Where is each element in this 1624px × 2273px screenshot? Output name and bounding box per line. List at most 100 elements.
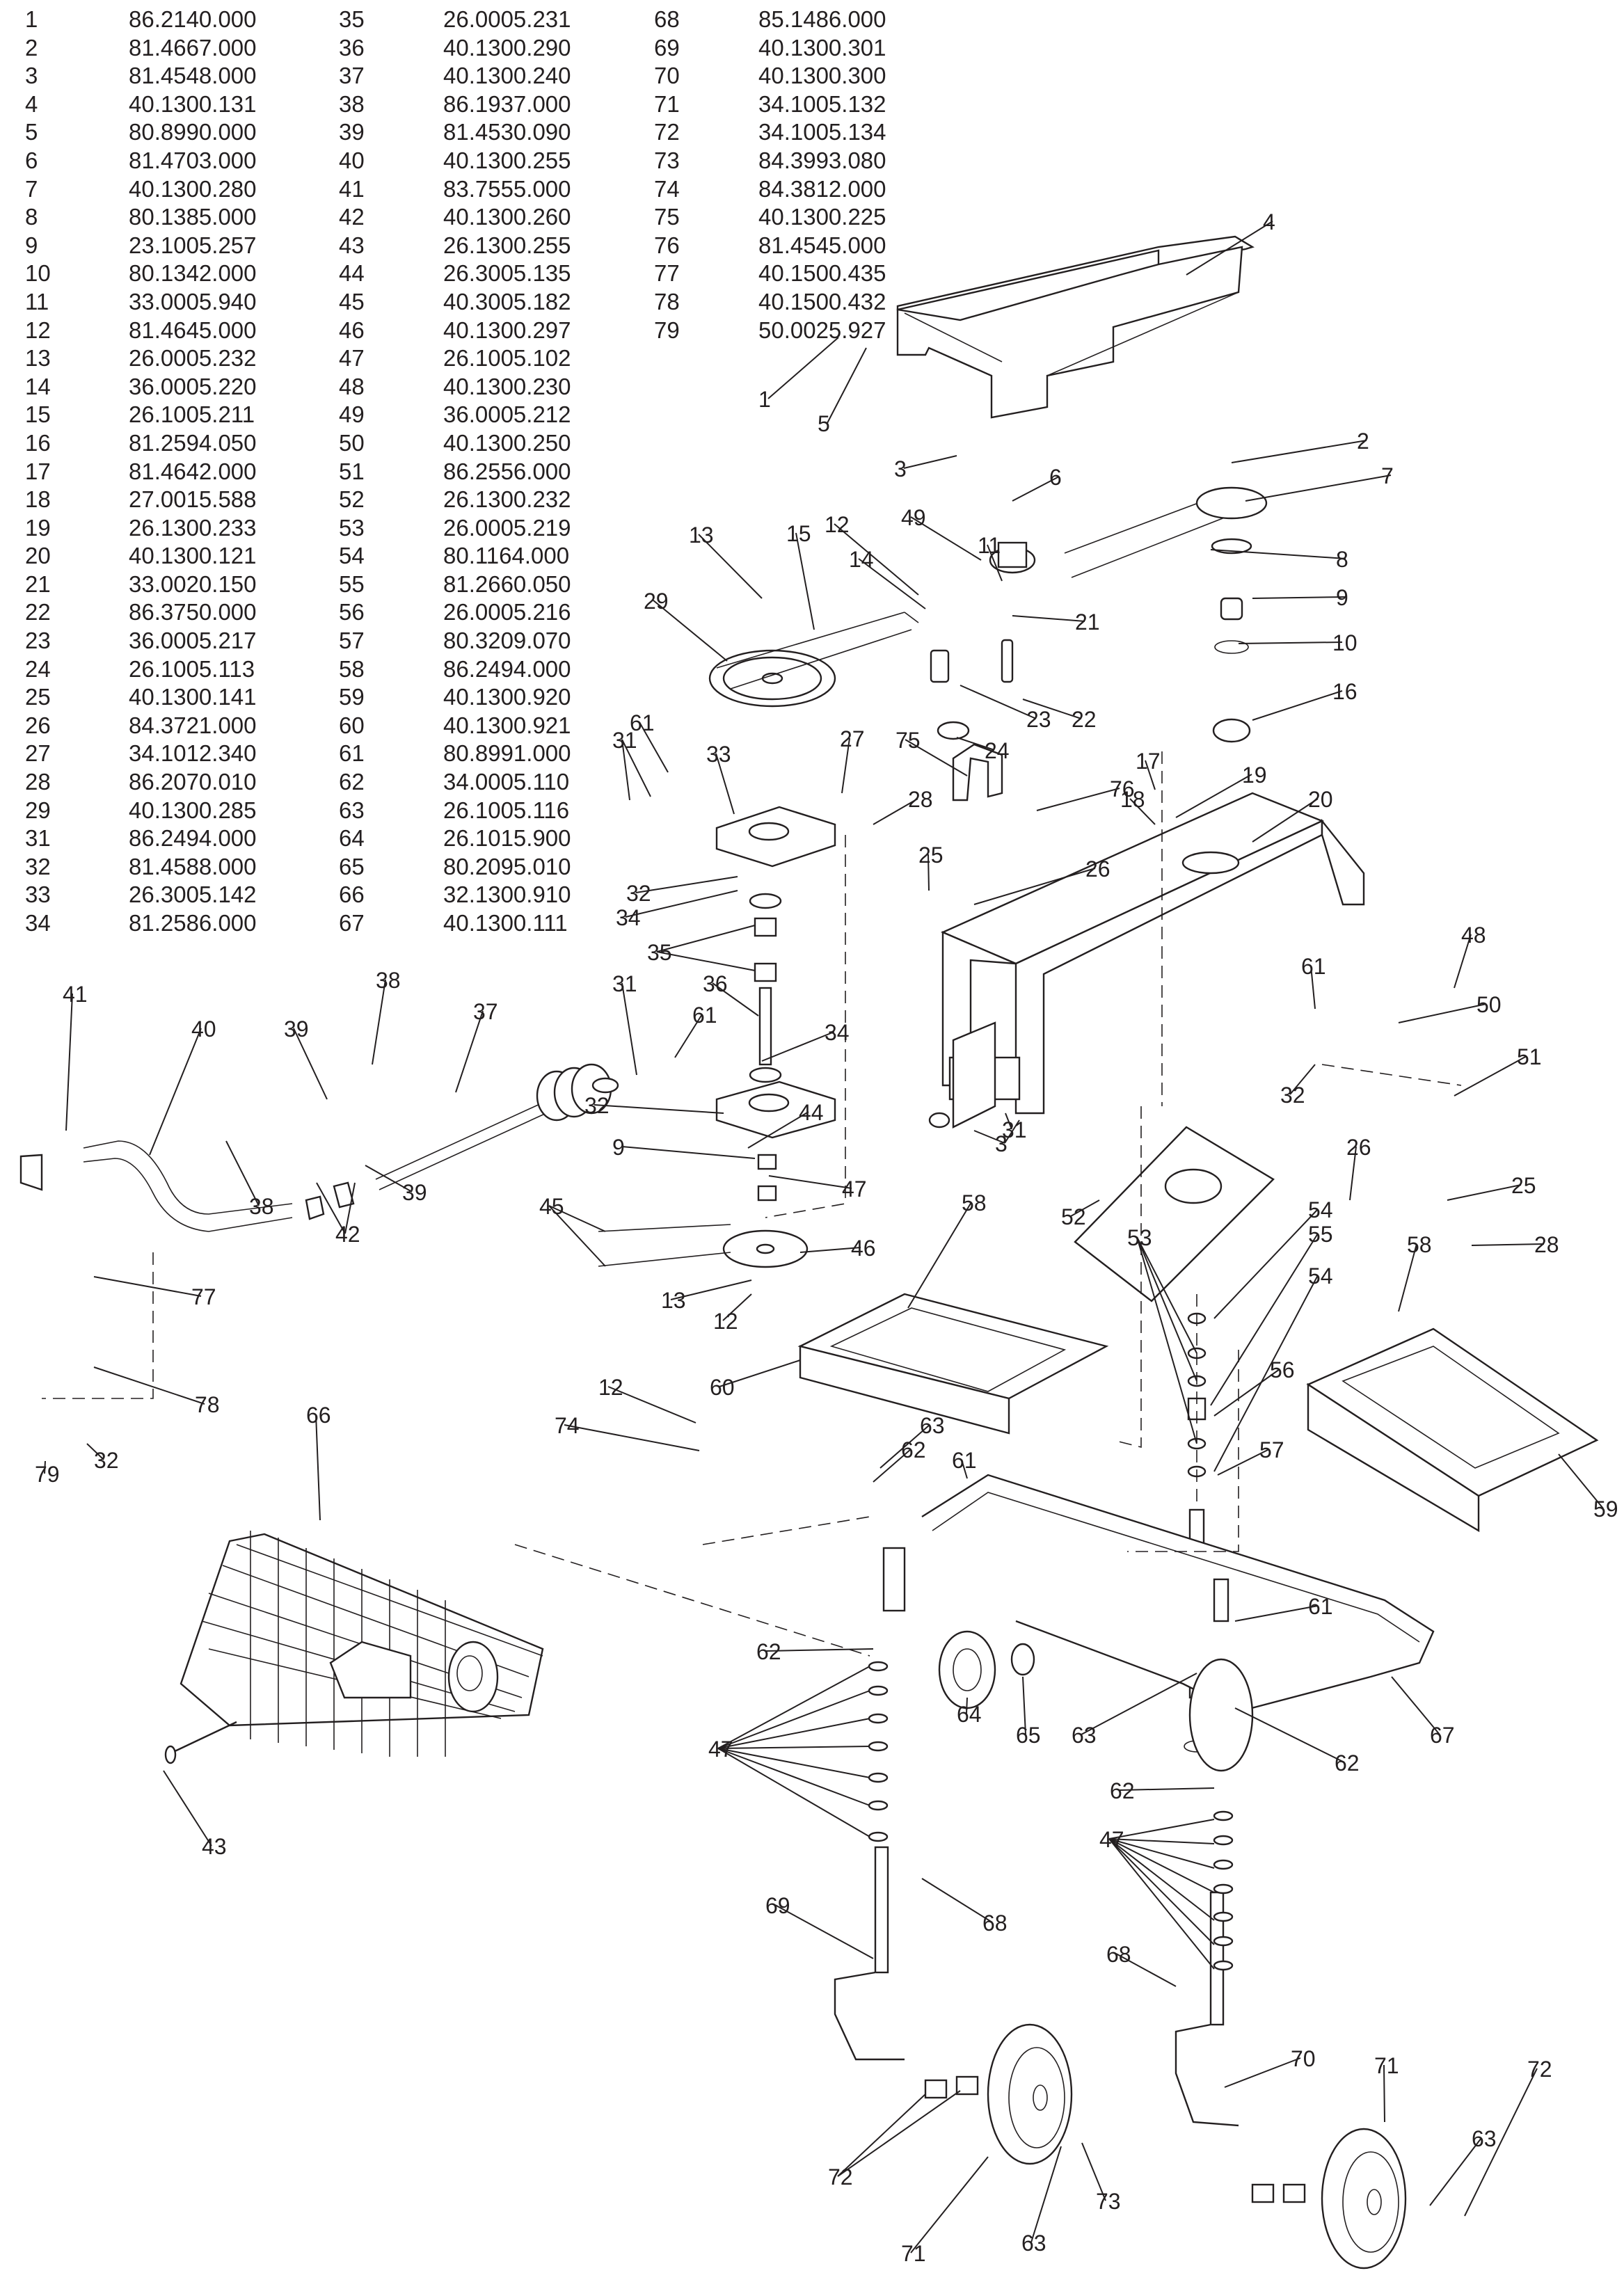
position-number: 76	[654, 232, 680, 258]
part-number: 36.0005.220	[129, 373, 257, 399]
position-number: 27	[25, 740, 51, 767]
position-number: 57	[339, 628, 365, 654]
position-number: 6	[25, 147, 38, 173]
callout-label: 39	[284, 1016, 309, 1042]
position-number: 31	[25, 825, 51, 852]
callout-leader-line	[455, 1010, 484, 1093]
callout-label: 18	[1120, 787, 1145, 812]
callout-leader-line	[910, 2156, 989, 2254]
part-number: 81.4588.000	[129, 853, 257, 879]
part-number: 86.1937.000	[443, 90, 571, 117]
callout-leader-line	[1030, 2146, 1062, 2243]
part-number: 81.4530.090	[443, 119, 571, 145]
callout-label: 33	[706, 742, 731, 767]
position-number: 21	[25, 571, 51, 597]
callout-label: 47	[708, 1737, 733, 1762]
part-number: 40.1300.141	[129, 684, 257, 710]
part-number: 33.0020.150	[129, 571, 257, 597]
position-number: 29	[25, 797, 51, 823]
callout-leader-line	[1012, 476, 1060, 502]
callout-label: 56	[1270, 1357, 1295, 1382]
position-number: 2	[25, 34, 38, 61]
callout-label: 29	[644, 589, 669, 614]
callout-label: 58	[1407, 1232, 1432, 1257]
callout-leader-line	[639, 721, 669, 773]
part-number: 80.8991.000	[443, 740, 571, 767]
callout-label: 21	[1075, 609, 1100, 635]
callout-label: 16	[1332, 679, 1358, 704]
callout-label: 62	[1110, 1778, 1135, 1803]
callout-label: 34	[825, 1020, 850, 1045]
callout-leader-line	[910, 516, 982, 561]
position-number: 16	[25, 429, 51, 456]
position-number: 22	[25, 599, 51, 625]
part-number: 40.1300.285	[129, 797, 257, 823]
position-number: 18	[25, 486, 51, 513]
callout-leader-line	[907, 1202, 972, 1309]
callout-leader-line	[858, 558, 926, 609]
position-number: 9	[25, 232, 38, 258]
callout-leader-line	[1454, 1055, 1527, 1096]
position-number: 64	[339, 825, 365, 852]
part-bearing-housing-44	[715, 1080, 836, 1202]
callout-leader-line	[928, 854, 930, 891]
callout-leader-line	[719, 1359, 801, 1387]
part-number: 85.1486.000	[758, 6, 886, 32]
part-lower-frame-67	[882, 1474, 1435, 1772]
callout-leader-line	[316, 1182, 346, 1234]
callout-label: 2	[1357, 429, 1369, 454]
part-number: 26.1300.233	[129, 514, 257, 541]
callout-leader-line	[767, 337, 839, 399]
position-number: 51	[339, 458, 365, 484]
callout-label: 1	[758, 387, 771, 412]
callout-leader-line	[1454, 934, 1472, 989]
part-number: 86.2070.010	[129, 769, 257, 795]
callout-leader-line	[960, 685, 1037, 719]
callout-leader-line	[225, 1140, 260, 1206]
callout-leader-line	[973, 868, 1096, 905]
callout-leader-line	[1108, 1838, 1215, 1945]
callout-leader-line	[717, 1748, 870, 1778]
callout-label: 65	[1016, 1723, 1041, 1748]
part-number: 81.4645.000	[129, 317, 257, 343]
callout-leader-line	[653, 600, 728, 662]
callout-leader-line	[149, 1028, 202, 1156]
callout-label: 3	[995, 1131, 1008, 1156]
part-number: 26.1005.116	[443, 797, 570, 823]
position-number: 17	[25, 458, 51, 484]
callout-leader-line	[548, 1205, 606, 1232]
callout-label: 32	[584, 1093, 610, 1118]
callout-leader-line	[670, 1279, 752, 1300]
part-number: 26.0005.219	[443, 514, 571, 541]
position-number: 44	[339, 260, 365, 287]
part-number: 40.1300.240	[443, 63, 571, 89]
part-frame-20	[928, 792, 1365, 1128]
callout-leader-line	[1108, 1838, 1215, 1869]
part-number: 26.0005.232	[129, 345, 257, 372]
callout-leader-line	[1224, 2057, 1301, 2088]
position-number: 32	[25, 853, 51, 879]
position-number: 48	[339, 373, 365, 399]
callout-label: 59	[1593, 1497, 1618, 1522]
callout-label: 19	[1242, 763, 1267, 788]
callout-label: 76	[1110, 776, 1135, 801]
callout-label: 61	[952, 1448, 977, 1473]
callout-leader-line	[1245, 474, 1392, 502]
part-number: 81.2660.050	[443, 571, 571, 597]
callout-label: 28	[1534, 1232, 1559, 1257]
position-number: 43	[339, 232, 365, 258]
position-number: 40	[339, 147, 365, 173]
callout-leader-line	[674, 1014, 703, 1058]
part-number: 36.0005.212	[443, 401, 571, 428]
position-number: 25	[25, 684, 51, 710]
callout-label: 12	[713, 1309, 738, 1334]
part-caster-69	[834, 1846, 905, 2061]
callout-label: 20	[1308, 787, 1333, 812]
callout-leader-line	[1231, 440, 1367, 463]
callout-label: 62	[756, 1639, 781, 1664]
callout-leader-line	[293, 1028, 328, 1100]
callout-label: 25	[918, 843, 944, 868]
position-number: 59	[339, 684, 365, 710]
callout-leader-line	[1136, 1236, 1197, 1444]
callout-label: 54	[1308, 1197, 1333, 1222]
